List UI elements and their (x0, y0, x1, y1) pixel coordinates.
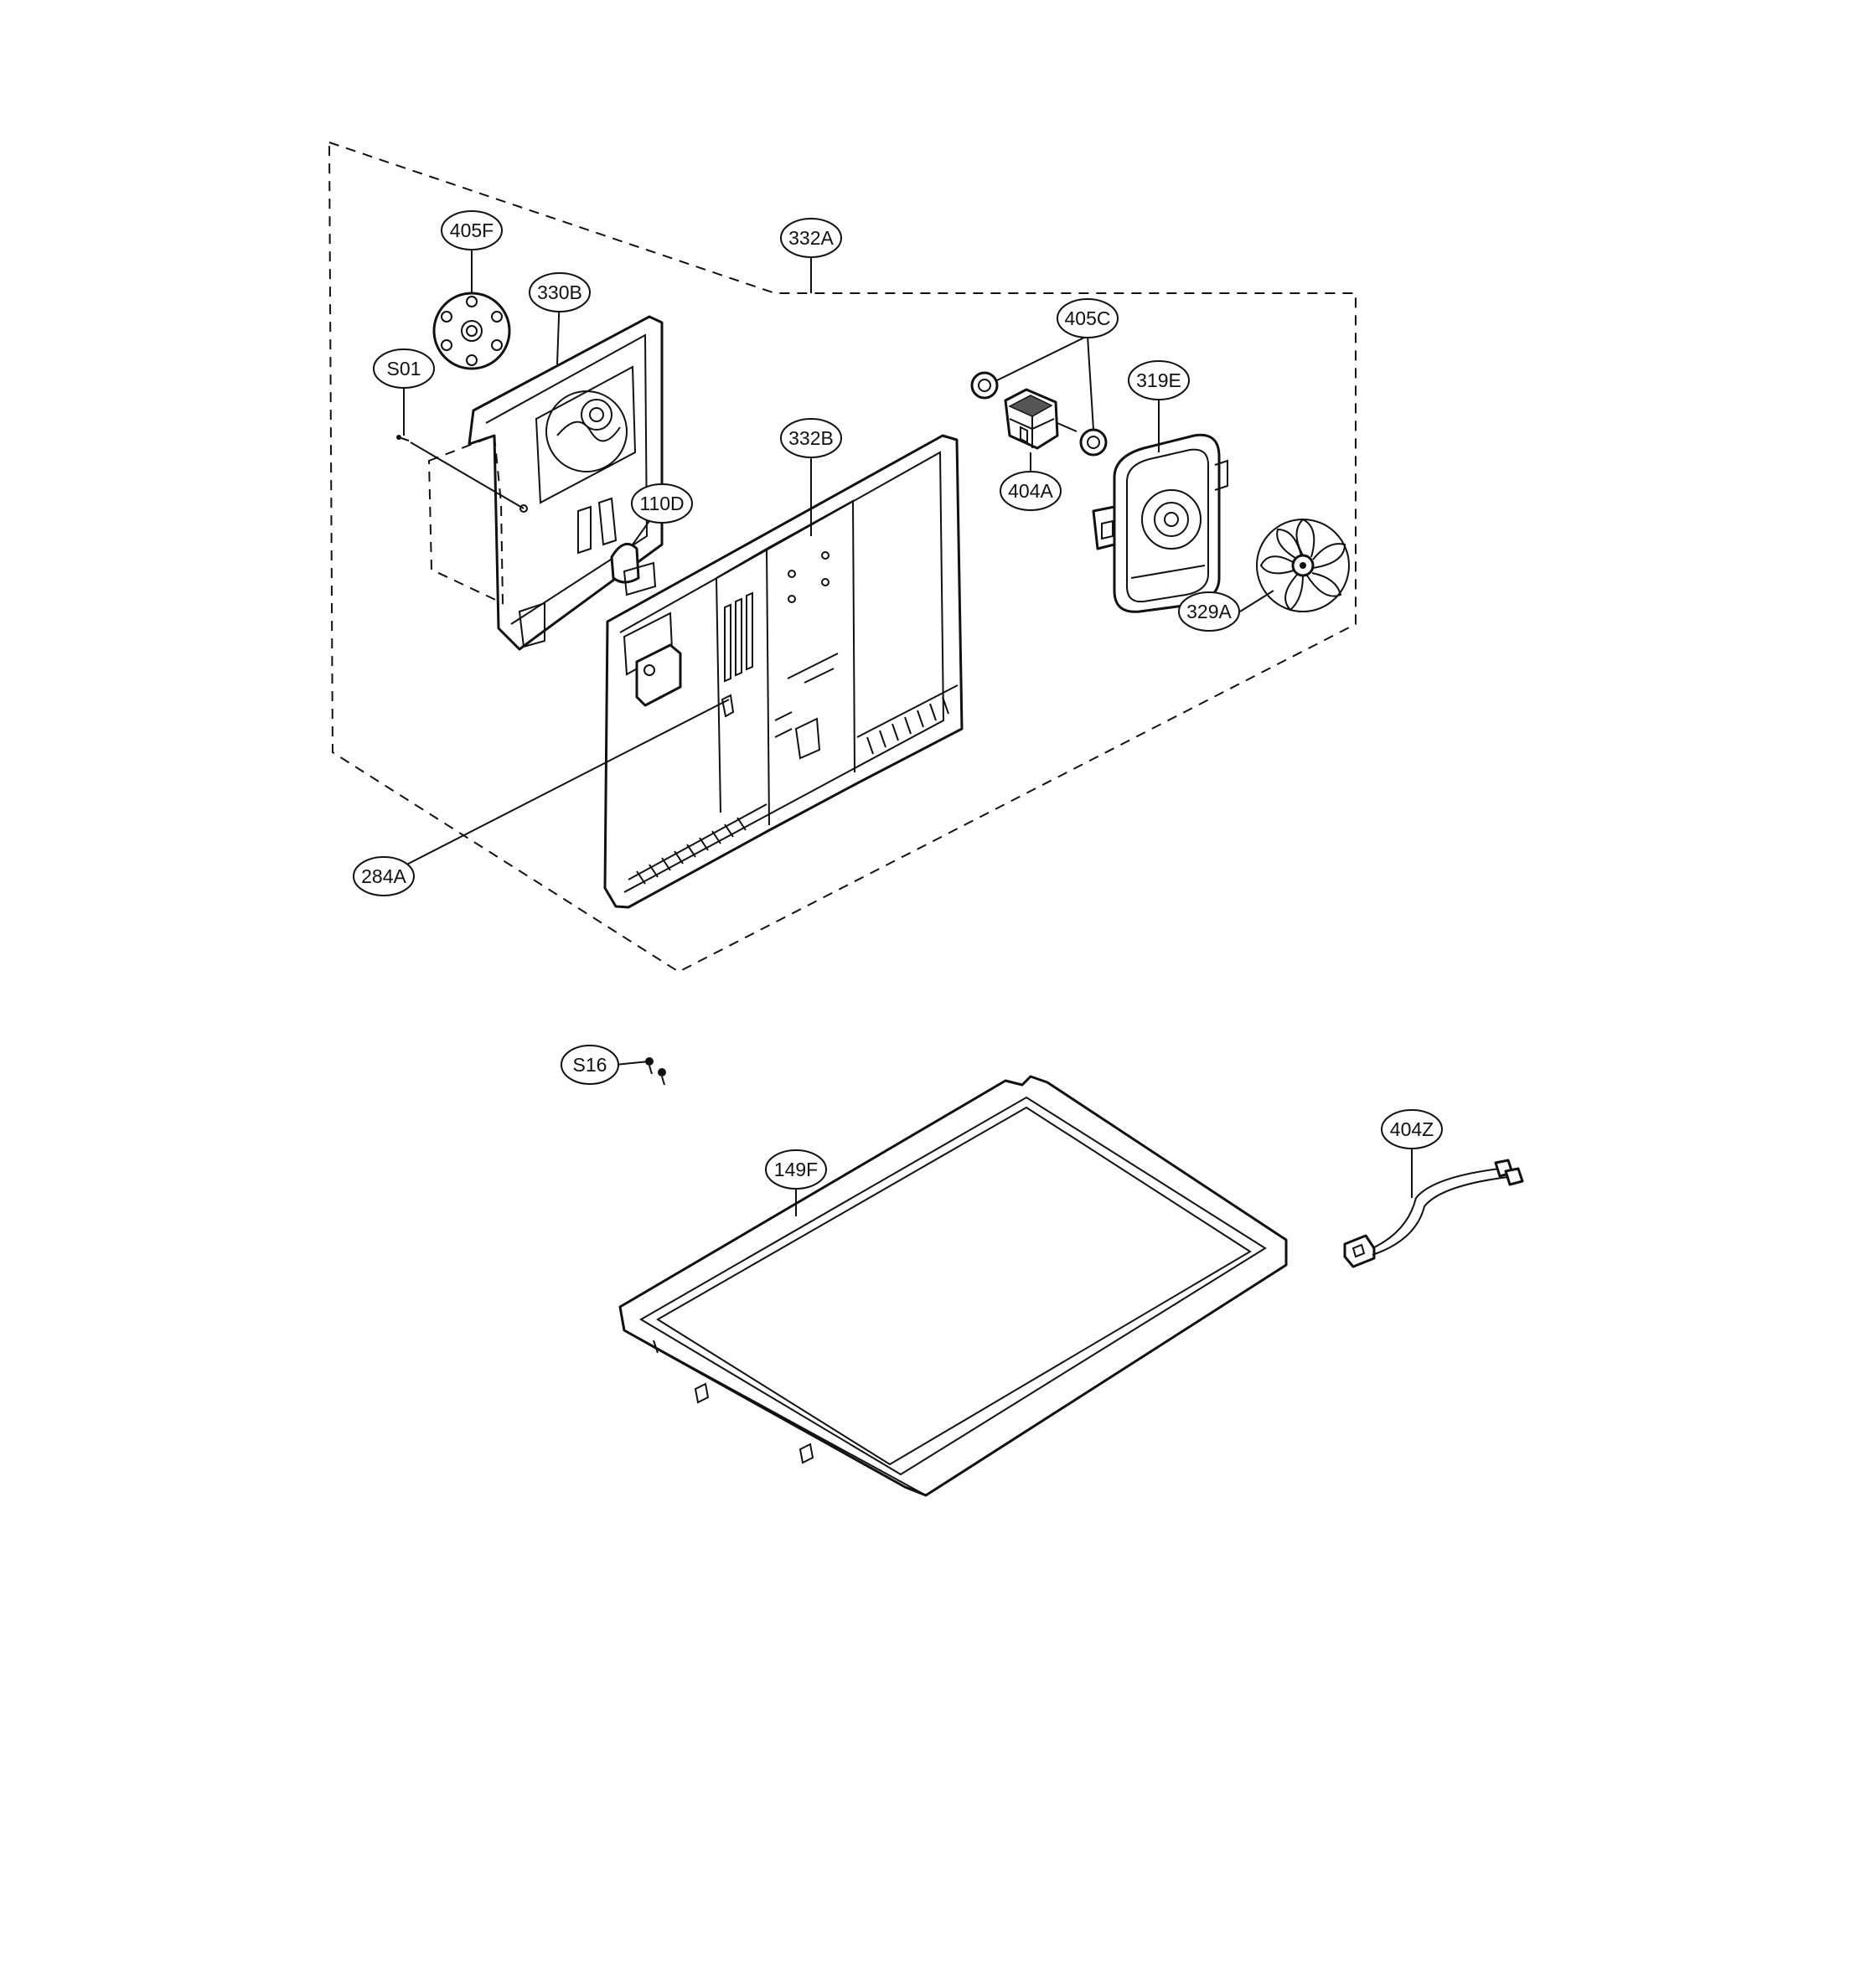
part-405F-coupling-disc (432, 292, 511, 370)
callout-332B[interactable]: 332B (780, 418, 842, 458)
svg-text:405C: 405C (1065, 307, 1111, 329)
callout-149F[interactable]: 149F (765, 1149, 827, 1190)
part-319E-fan-shroud (1092, 433, 1228, 613)
callout-405F[interactable]: 405F (441, 210, 503, 250)
callout-284A[interactable]: 284A (353, 856, 415, 896)
callout-S16[interactable]: S16 (561, 1045, 619, 1085)
assembly-boundary-332A (328, 141, 1357, 973)
part-S01-screw (396, 434, 525, 605)
svg-text:404A: 404A (1008, 480, 1053, 502)
part-S16-screws (645, 1057, 666, 1086)
part-330B-damper-housing (468, 315, 664, 651)
callout-110D[interactable]: 110D (631, 483, 693, 524)
part-149F-shelf-frame (618, 1075, 1288, 1497)
svg-text:332A: 332A (788, 227, 834, 249)
svg-text:149F: 149F (774, 1159, 818, 1180)
part-404A-fan-motor (1004, 388, 1078, 450)
svg-text:329A: 329A (1186, 601, 1232, 622)
svg-text:284A: 284A (361, 865, 406, 887)
svg-text:110D: 110D (639, 493, 684, 514)
svg-text:330B: 330B (537, 281, 582, 303)
callouts: 405F 330B S01 332A 405C 319E 332B 404A (353, 210, 1443, 1190)
svg-text:319E: 319E (1136, 369, 1181, 391)
svg-text:404Z: 404Z (1390, 1118, 1434, 1140)
svg-text:332B: 332B (788, 427, 834, 449)
part-329A-fan-blade (1256, 518, 1350, 612)
svg-text:S16: S16 (573, 1054, 607, 1076)
svg-text:405F: 405F (450, 219, 494, 241)
callout-405C[interactable]: 405C (1057, 298, 1119, 338)
part-404Z-wire-harness (1343, 1159, 1524, 1268)
callout-330B[interactable]: 330B (529, 272, 591, 312)
part-332B-grille-panel (603, 434, 964, 909)
callout-319E[interactable]: 319E (1128, 360, 1190, 400)
svg-text:S01: S01 (387, 358, 421, 379)
callout-329A[interactable]: 329A (1178, 591, 1240, 632)
callout-S01[interactable]: S01 (373, 348, 435, 389)
callout-404Z[interactable]: 404Z (1381, 1109, 1443, 1149)
callout-332A[interactable]: 332A (780, 218, 842, 258)
callout-404A[interactable]: 404A (1000, 471, 1062, 511)
